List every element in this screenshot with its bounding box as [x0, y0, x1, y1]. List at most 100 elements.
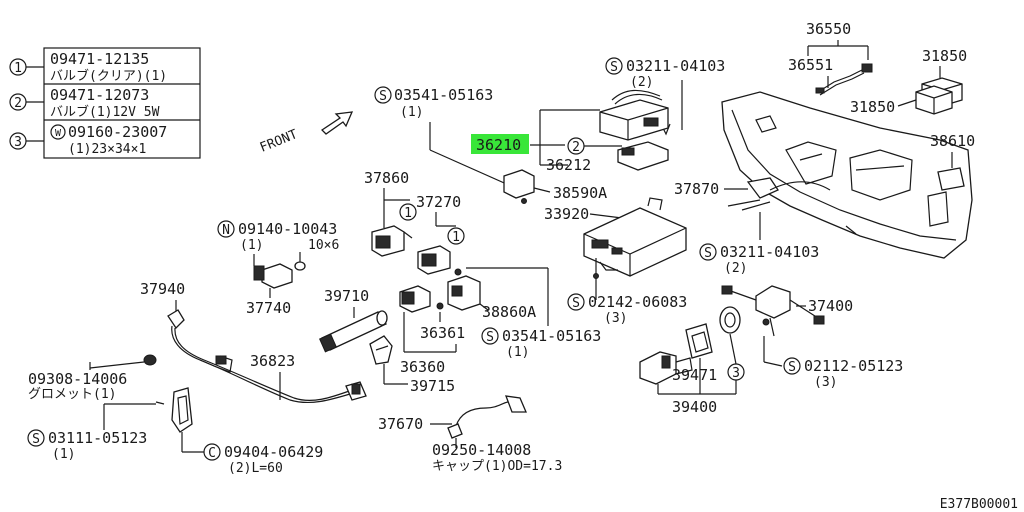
svg-text:02142-06083: 02142-06083: [588, 293, 687, 311]
svg-text:02112-05123: 02112-05123: [804, 357, 903, 375]
svg-text:1: 1: [14, 61, 22, 76]
svg-text:36550: 36550: [806, 20, 851, 38]
clip-09404: C 09404-06429 (2)L=60: [171, 387, 323, 476]
svg-text:03111-05123: 03111-05123: [48, 429, 147, 447]
svg-text:09308-14006: 09308-14006: [28, 370, 127, 388]
svg-text:(1): (1): [52, 447, 75, 462]
svg-text:(2)L=60: (2)L=60: [228, 461, 283, 476]
svg-text:37400: 37400: [808, 297, 853, 315]
legend-table: 1 2 3 09471-12135 バルブ(クリア)(1) 09471-1207…: [9, 47, 201, 159]
svg-text:1: 1: [404, 206, 412, 221]
svg-text:W: W: [55, 128, 62, 139]
svg-text:N: N: [222, 223, 230, 238]
svg-text:37670: 37670: [378, 415, 423, 433]
part-36210-label: 36210: [476, 136, 521, 154]
svg-text:09140-10043: 09140-10043: [238, 220, 337, 238]
svg-text:37870: 37870: [674, 180, 719, 198]
callout-09140: N 09140-10043 (1) 10×6: [217, 220, 339, 271]
harness-36550: 36550 36551: [788, 20, 873, 96]
callout-03211-lower: S 03211-04103 (2): [699, 212, 819, 276]
svg-text:(3): (3): [814, 375, 837, 390]
svg-text:2: 2: [14, 96, 22, 111]
legend-w-marker: [50, 124, 66, 140]
front-indicator: FRONT: [258, 111, 354, 156]
dashboard-outline: [721, 91, 973, 259]
svg-text:38610: 38610: [930, 132, 975, 150]
front-label: FRONT: [258, 127, 300, 156]
svg-text:C: C: [208, 446, 216, 461]
svg-text:37940: 37940: [140, 280, 185, 298]
legend-desc-2: バルブ(1)12V 5W: [50, 104, 160, 120]
svg-text:(1): (1): [506, 345, 529, 360]
svg-text:キャップ(1)OD=17.3: キャップ(1)OD=17.3: [432, 459, 562, 474]
svg-text:03541-05163: 03541-05163: [394, 86, 493, 104]
svg-text:(1): (1): [240, 238, 263, 253]
svg-text:(3): (3): [604, 311, 627, 326]
relay-38590A: 38590A: [503, 169, 607, 204]
legend-code-2: 09471-12073: [50, 86, 149, 104]
svg-text:1: 1: [452, 230, 460, 245]
svg-text:03211-04103: 03211-04103: [720, 243, 819, 261]
legend-desc-1: バルブ(クリア)(1): [50, 68, 167, 84]
callout-02142: S 02142-06083 (3): [567, 278, 687, 326]
svg-text:39471: 39471: [672, 366, 717, 384]
svg-text:3: 3: [732, 366, 740, 381]
svg-text:03541-05163: 03541-05163: [502, 327, 601, 345]
part-37740: 37740: [246, 254, 293, 317]
callout-03541-top: S 03541-05163 (1): [374, 86, 521, 191]
svg-text:39710: 39710: [324, 287, 369, 305]
part-37270: 37270 1: [416, 193, 465, 275]
part-39710: 39710: [319, 287, 388, 353]
diagram-id: E377B00001: [940, 497, 1018, 512]
svg-text:S: S: [572, 296, 580, 311]
svg-text:36212: 36212: [546, 156, 591, 174]
module-36210-drawing: [599, 89, 669, 171]
assembly-39400: 39471 3 39400: [639, 306, 745, 416]
svg-text:36360: 36360: [400, 358, 445, 376]
svg-text:(2): (2): [630, 75, 653, 90]
switch-37400: 37400: [721, 285, 853, 362]
svg-text:09250-14008: 09250-14008: [432, 441, 531, 459]
part-37860: 37860 1: [364, 169, 417, 257]
svg-text:36361: 36361: [420, 324, 465, 342]
part-37870: 37870: [674, 177, 831, 211]
legend-code-3: 09160-23007: [68, 123, 167, 141]
svg-text:S: S: [486, 330, 494, 345]
svg-text:S: S: [379, 89, 387, 104]
svg-text:2: 2: [572, 140, 580, 155]
front-arrow-icon: [320, 111, 354, 135]
svg-text:33920: 33920: [544, 205, 589, 223]
grommet-09308: 09308-14006 グロメット(1): [28, 354, 157, 402]
svg-text:S: S: [704, 246, 712, 261]
harness-36823: 37940 36823: [140, 280, 367, 404]
svg-text:09404-06429: 09404-06429: [224, 443, 323, 461]
svg-text:38590A: 38590A: [553, 184, 607, 202]
legend-desc-3: (1)23×34×1: [68, 142, 146, 157]
svg-text:38860A: 38860A: [482, 303, 536, 321]
callout-36210: 36210 2 36212: [471, 109, 622, 174]
svg-text:S: S: [788, 360, 796, 375]
svg-text:31850: 31850: [850, 98, 895, 116]
part-39715: 39715: [369, 335, 455, 395]
svg-text:3: 3: [14, 135, 22, 150]
svg-text:グロメット(1): グロメット(1): [28, 387, 116, 402]
controller-33920: 33920: [544, 197, 687, 279]
svg-text:37270: 37270: [416, 193, 461, 211]
svg-text:39400: 39400: [672, 398, 717, 416]
callout-03541-lower: S 03541-05163 (1): [481, 327, 601, 360]
part-38610: 38610: [930, 132, 975, 191]
relay-38860A: 38860A: [447, 267, 549, 326]
relays-31850: 31850 31850: [850, 47, 967, 116]
svg-text:S: S: [610, 60, 618, 75]
callout-03211-top: S 03211-04103 (2): [605, 57, 725, 136]
legend-code-1: 09471-12135: [50, 50, 149, 68]
svg-text:37860: 37860: [364, 169, 409, 187]
svg-text:31850: 31850: [922, 47, 967, 65]
highlight-36210: [471, 134, 529, 154]
svg-text:10×6: 10×6: [308, 238, 339, 253]
svg-text:(1): (1): [400, 105, 423, 120]
svg-text:S: S: [32, 432, 40, 447]
svg-text:03211-04103: 03211-04103: [626, 57, 725, 75]
part-37670: 37670 09250-14008 キャップ(1)OD=17.3: [378, 395, 562, 474]
